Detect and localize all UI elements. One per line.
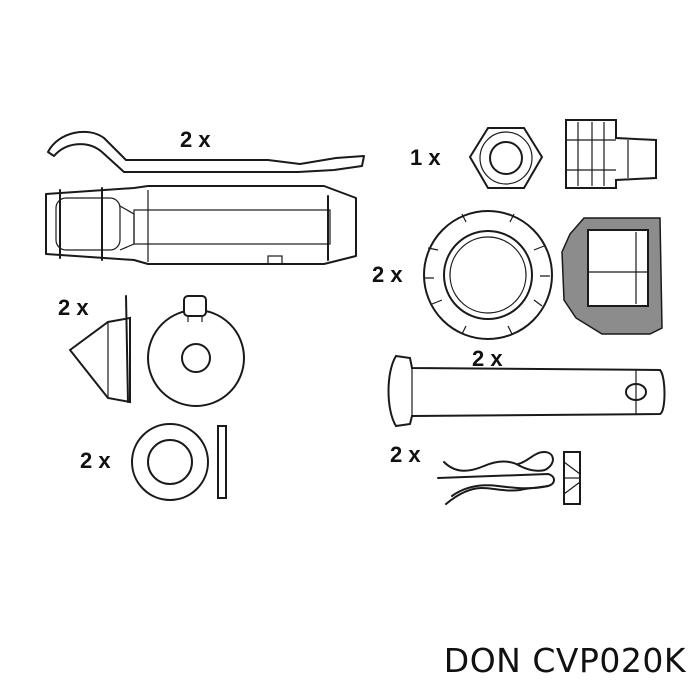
qty-r-clip: 2 x — [390, 442, 421, 467]
tab-washer-part — [147, 295, 245, 407]
flat-washer-part — [131, 423, 227, 501]
boot-ring-part — [423, 210, 553, 340]
cone-washer-part — [68, 295, 131, 404]
qty-cone-washer: 2 x — [58, 295, 89, 320]
qty-boot-ring: 2 x — [372, 262, 403, 287]
boot-side-view — [561, 217, 663, 335]
nut-part — [468, 127, 544, 189]
qty-clip-spring: 2 x — [180, 127, 211, 152]
qty-flat-washer: 2 x — [80, 448, 111, 473]
qty-pin: 2 x — [472, 346, 503, 371]
retainer-plate-part — [45, 185, 357, 265]
guide-pin-part — [387, 354, 666, 428]
clip-spring-part — [47, 130, 365, 173]
r-clip-part — [437, 451, 581, 505]
qty-nut: 1 x — [410, 145, 441, 170]
part-number-caption: DON CVP020K — [443, 641, 686, 680]
nut-side-view — [565, 119, 657, 189]
